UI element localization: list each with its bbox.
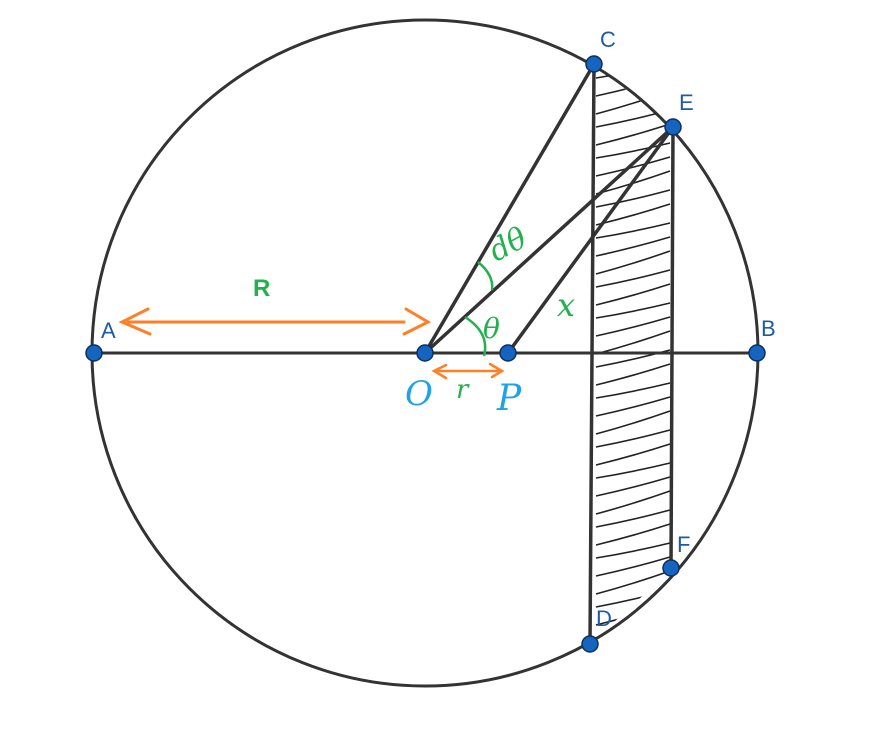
point-label-d: D [596,606,612,631]
segment-oc [423,63,596,354]
point-f[interactable] [662,559,680,577]
chord-ef [669,126,675,569]
d-theta-arc [477,261,494,291]
theta-arc [464,315,487,357]
point-d[interactable] [581,635,599,653]
center-label: O [405,374,433,414]
point-label-b: B [761,316,776,341]
point-label-c: C [600,27,616,52]
small-r-arrow [431,362,505,380]
radius-label: R [253,275,270,302]
point-p[interactable] [499,344,517,362]
point-b[interactable] [748,344,766,362]
point-label-e: E [679,90,694,115]
segment-oe [423,125,675,355]
segment-pe [506,125,675,355]
p-label: P [496,378,522,419]
point-o[interactable] [416,344,434,362]
point-label-f: F [677,532,690,557]
point-e[interactable] [664,118,682,136]
x-label: x [557,286,575,324]
point-a[interactable] [85,344,103,362]
point-label-a: A [101,318,116,343]
points [85,55,766,653]
small-r-label: r [456,375,470,405]
hatched-strip [595,64,671,644]
point-c[interactable] [585,55,603,73]
chord-cd [588,63,596,645]
theta-label: θ [483,312,500,345]
radius-arrow [118,307,432,336]
